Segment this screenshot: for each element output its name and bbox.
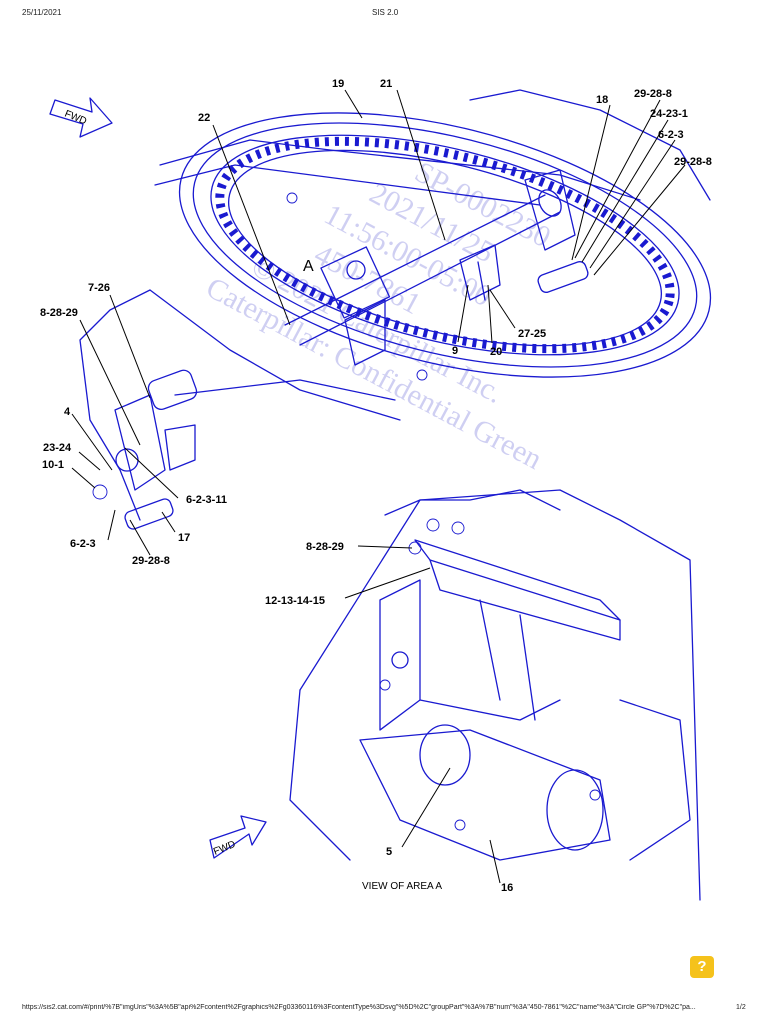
callout-17: 17 — [178, 532, 190, 544]
header-app-name: SIS 2.0 — [372, 8, 399, 17]
callout-9: 9 — [452, 345, 458, 357]
callout-6-2-3: 6-2-3 — [658, 129, 684, 141]
callout-5: 5 — [386, 846, 392, 858]
fwd-arrow-bottom: FWD — [209, 815, 267, 859]
callout-20: 20 — [490, 346, 502, 358]
fwd-label: FWD — [63, 109, 88, 128]
callout-6-2-3-11: 6-2-3-11 — [186, 494, 227, 506]
callout-18: 18 — [596, 94, 608, 106]
callout-19: 19 — [332, 78, 344, 90]
callout-29-28-8: 29-28-8 — [674, 156, 712, 168]
callout-12-13-14-15: 12-13-14-15 — [265, 595, 325, 607]
area-marker: A — [303, 258, 314, 275]
footer-page-number: 1/2 — [736, 1004, 746, 1011]
callout-27-25: 27-25 — [518, 328, 546, 340]
callout-29-28-8: 29-28-8 — [132, 555, 170, 567]
callout-22: 22 — [198, 112, 210, 124]
leader-lines — [71, 89, 686, 884]
callout-8-28-29: 8-28-29 — [306, 541, 344, 553]
help-question-icon[interactable]: ? — [690, 956, 714, 978]
callout-4: 4 — [64, 406, 71, 418]
callout-labels: 19 21 18 29-28-8 24-23-1 6-2-3 29-28-8 2… — [40, 78, 712, 894]
callout-24-23-1: 24-23-1 — [650, 108, 688, 120]
callout-21: 21 — [380, 78, 392, 90]
callout-8-28-29: 8-28-29 — [40, 307, 78, 319]
callout-23-24: 23-24 — [43, 442, 72, 454]
fwd-arrow-top: FWD — [49, 97, 113, 138]
view-area-a-drawing — [289, 489, 701, 901]
callout-10-1: 10-1 — [42, 459, 64, 471]
callout-6-2-3: 6-2-3 — [70, 538, 96, 550]
callout-16: 16 — [501, 882, 513, 894]
view-caption: VIEW OF AREA A — [362, 881, 442, 892]
fwd-label: FWD — [212, 839, 237, 858]
header-date: 25/11/2021 — [22, 8, 62, 17]
circle-assembly-drawing — [79, 89, 712, 530]
callout-7-26: 7-26 — [88, 282, 110, 294]
footer-url: https://sis2.cat.com/#/print/%7B"imgUris… — [22, 1004, 696, 1011]
callout-29-28-8: 29-28-8 — [634, 88, 672, 100]
